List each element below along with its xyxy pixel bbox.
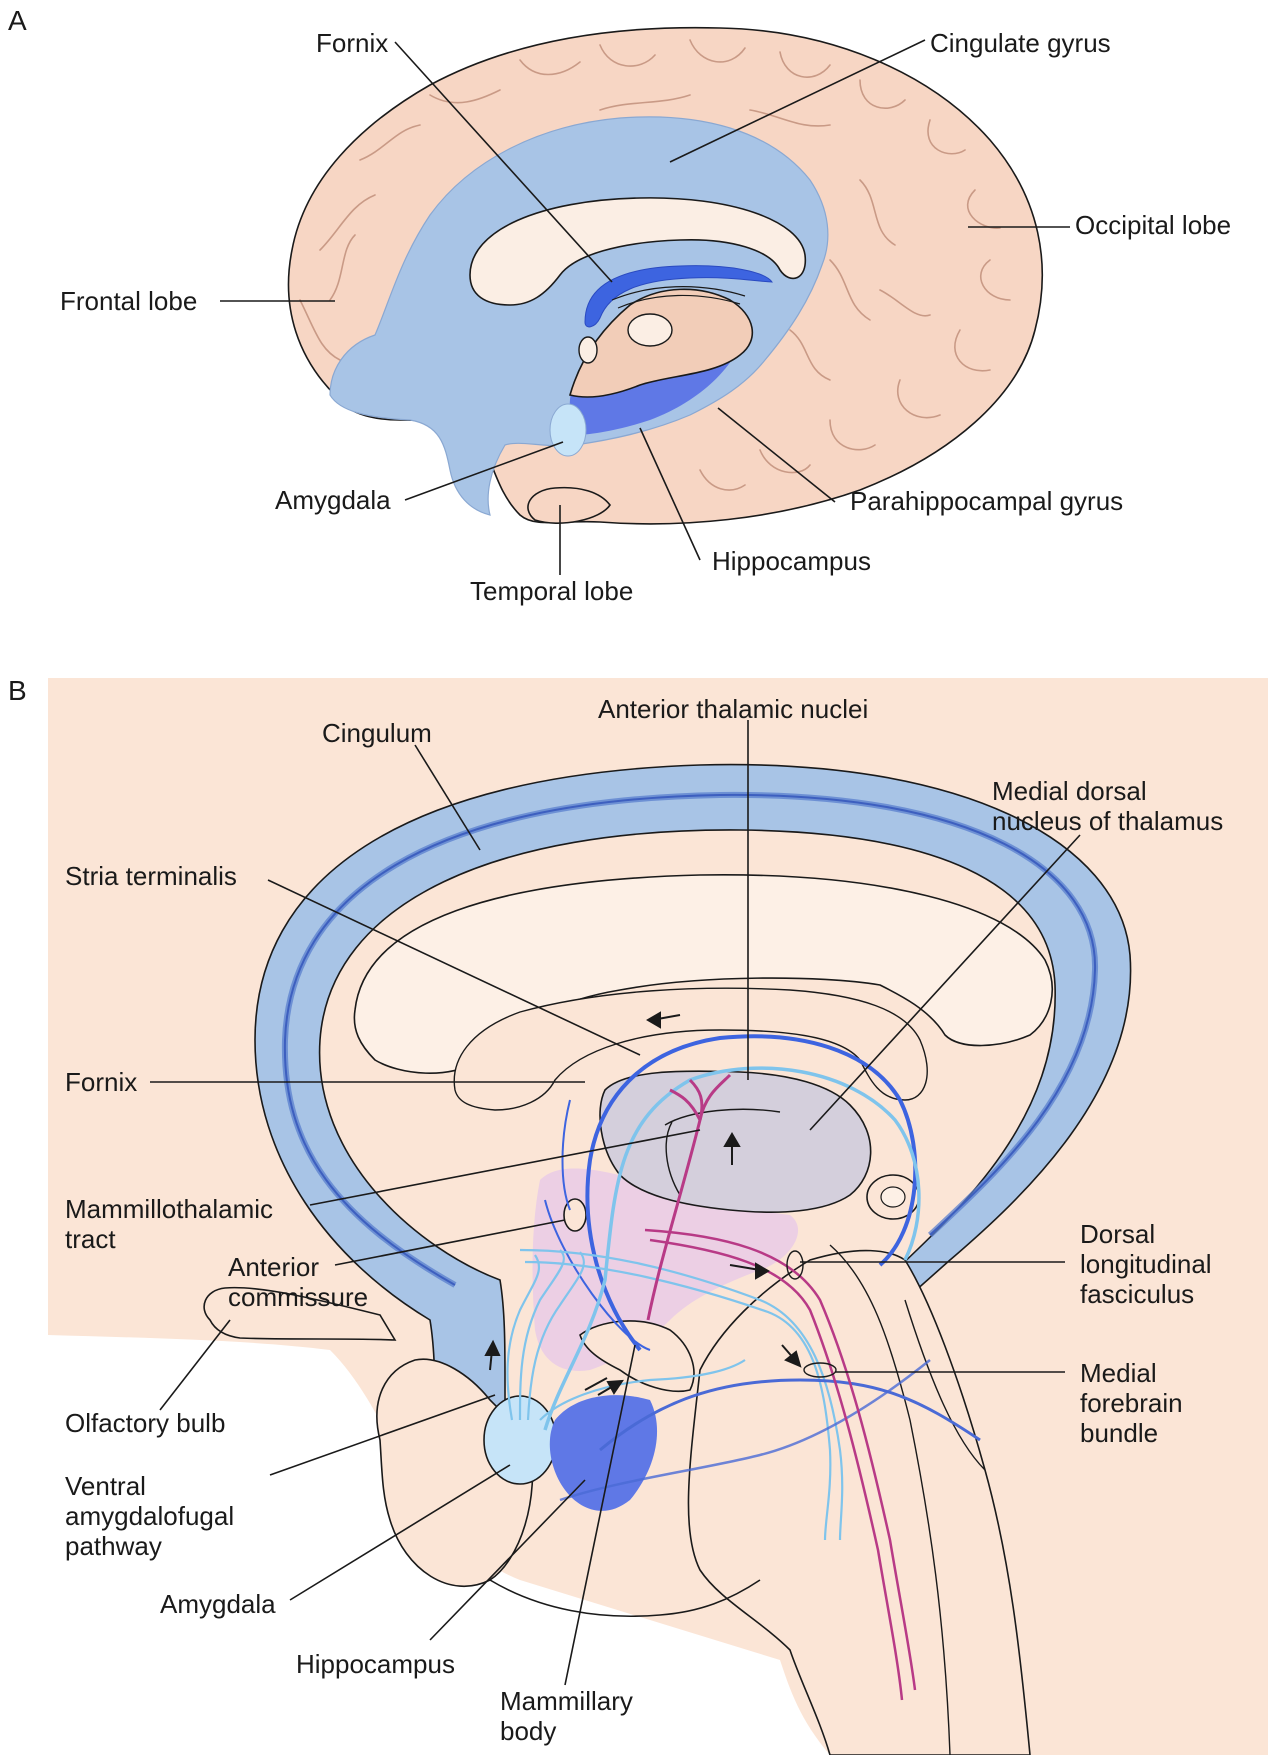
panel-a-letter: A: [8, 5, 27, 36]
label-medial-dorsal-2: nucleus of thalamus: [992, 806, 1223, 836]
label-temporal-lobe: Temporal lobe: [470, 576, 633, 606]
label-hippocampus-a: Hippocampus: [712, 546, 871, 576]
stria-medullaris: [611, 286, 746, 309]
medial-forebrain-bundle: [599, 1378, 981, 1452]
mammillothalamic-tract: [646, 1073, 732, 1321]
label-amygdala-b: Amygdala: [160, 1589, 276, 1619]
fornix-a: [584, 265, 773, 328]
mfb-lower: [559, 1359, 931, 1502]
ventral-amygdalofugal-fibers: [506, 1248, 844, 1541]
label-dorsal-long-1: Dorsal: [1080, 1219, 1155, 1249]
label-vap-3: pathway: [65, 1531, 162, 1561]
label-cingulate-gyrus: Cingulate gyrus: [930, 28, 1111, 58]
label-olfactory-bulb: Olfactory bulb: [65, 1408, 225, 1438]
cingulum-fibers-inner: [283, 793, 1097, 1286]
temporal-lobe-tip: [527, 486, 611, 524]
panel-b-letter: B: [8, 675, 27, 706]
label-occipital-lobe: Occipital lobe: [1075, 210, 1231, 240]
label-parahippocampal-gyrus: Parahippocampal gyrus: [850, 486, 1123, 516]
label-fornix-a: Fornix: [316, 28, 388, 58]
corpus-callosum: [469, 197, 806, 306]
label-medial-dorsal-1: Medial dorsal: [992, 776, 1147, 806]
label-cingulum: Cingulum: [322, 718, 432, 748]
olfactory-bulb: [203, 1286, 397, 1341]
label-anterior-commissure-2: commissure: [228, 1282, 368, 1312]
brainstem-groove: [829, 1244, 951, 1755]
brainstem: [687, 1249, 1031, 1755]
label-amygdala-a: Amygdala: [275, 485, 391, 515]
cortex-gyri: [299, 39, 1011, 491]
mammillary-body-b: [579, 1320, 695, 1393]
label-vap-1: Ventral: [65, 1471, 146, 1501]
panel-a-leaders: [220, 39, 1070, 575]
dorsal-longitudinal-fasciculus: [644, 1228, 917, 1701]
label-stria-terminalis: Stria terminalis: [65, 861, 237, 891]
fornix-b: [585, 1034, 918, 1352]
label-mammillothalamic-1: Mammillothalamic: [65, 1194, 273, 1224]
interthalamic-adhesion: [627, 313, 673, 347]
cerebellum-edge: [904, 1299, 986, 1471]
label-dorsal-long-2: longitudinal: [1080, 1249, 1212, 1279]
anterior-commissure-a: [578, 336, 598, 364]
label-mfb-1: Medial: [1080, 1358, 1157, 1388]
label-mammillothalamic-2: tract: [65, 1224, 116, 1254]
label-dorsal-long-3: fasciculus: [1080, 1279, 1194, 1309]
label-anterior-commissure-1: Anterior: [228, 1252, 319, 1282]
label-frontal-lobe: Frontal lobe: [60, 286, 197, 316]
amygdala-a: [549, 403, 587, 457]
label-mammillary-1: Mammillary: [500, 1686, 633, 1716]
label-vap-2: amygdalofugal: [65, 1501, 234, 1531]
dlf-ring: [786, 1250, 804, 1280]
panel-b-leaders: [150, 720, 1081, 1686]
label-hippocampus-b: Hippocampus: [296, 1649, 455, 1679]
cingulum: [254, 763, 1132, 1521]
anterior-thalamic-nucleus: [664, 1108, 781, 1196]
mfb-ring: [803, 1362, 837, 1378]
panel-a: A: [8, 5, 1231, 606]
label-mfb-3: bundle: [1080, 1418, 1158, 1448]
callosum-inner: [453, 987, 928, 1111]
pathway-arrows: [484, 1011, 802, 1396]
panel-b: B: [8, 675, 1268, 1755]
pineal-hole: [880, 1186, 906, 1208]
label-mammillary-2: body: [500, 1716, 556, 1746]
label-mfb-2: forebrain: [1080, 1388, 1183, 1418]
lower-outline: [489, 1579, 761, 1618]
label-anterior-thalamic-nuclei: Anterior thalamic nuclei: [598, 694, 868, 724]
label-fornix-b: Fornix: [65, 1067, 137, 1097]
